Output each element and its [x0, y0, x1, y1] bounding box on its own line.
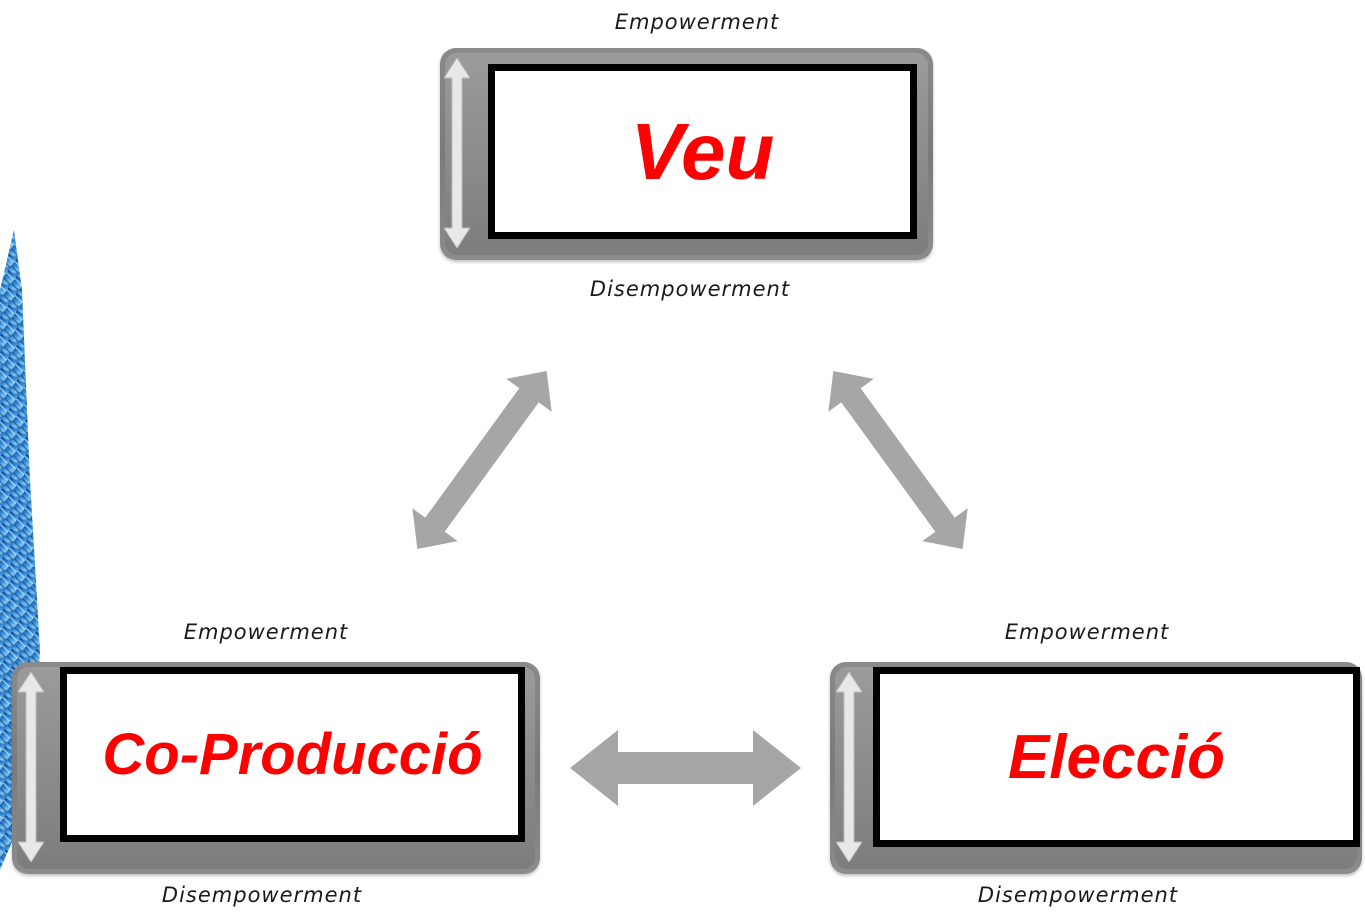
veu-empowerment-caption: Empowerment — [614, 10, 780, 34]
coproduccio-label-box: Co-Producció — [60, 667, 525, 842]
eleccio-label: Elecció — [1007, 722, 1226, 792]
veu-label: Veu — [630, 106, 775, 196]
vertical-double-arrow-icon — [836, 672, 862, 862]
coproduccio-empowerment-caption: Empowerment — [183, 620, 349, 644]
double-arrow-icon-coproduccio-eleccio — [570, 730, 801, 806]
eleccio-empowerment-caption: Empowerment — [1004, 620, 1170, 644]
eleccio-disempowerment-caption: Disempowerment — [977, 883, 1179, 907]
double-arrow-icon-coproduccio-veu — [412, 371, 552, 549]
coproduccio-label: Co-Producció — [102, 722, 483, 787]
eleccio-label-box: Elecció — [873, 667, 1360, 847]
veu-disempowerment-caption: Disempowerment — [589, 277, 791, 301]
vertical-double-arrow-icon — [18, 672, 44, 862]
coproduccio-disempowerment-caption: Disempowerment — [161, 883, 363, 907]
double-arrow-icon-veu-eleccio — [828, 371, 968, 549]
veu-label-box: Veu — [488, 64, 917, 239]
vertical-double-arrow-icon — [444, 58, 470, 248]
